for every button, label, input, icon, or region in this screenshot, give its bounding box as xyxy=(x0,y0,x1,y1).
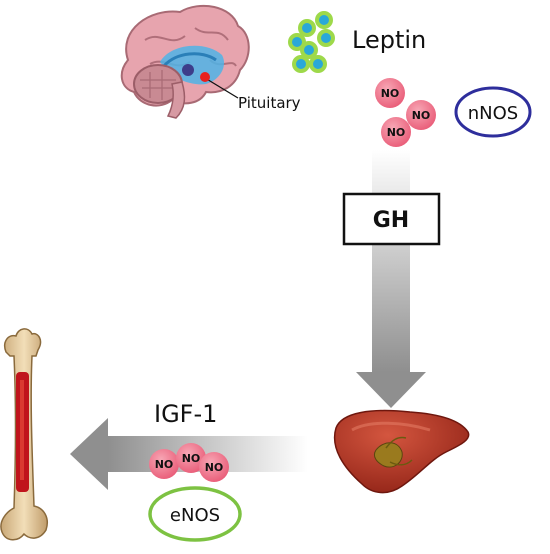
no-molecule-cluster-pituitary: NO NO NO xyxy=(375,78,436,147)
svg-text:NO: NO xyxy=(182,452,201,465)
arrow-pituitary-to-liver xyxy=(356,150,426,408)
femur-bone-icon xyxy=(0,328,48,541)
no-molecule: NO xyxy=(375,78,405,108)
no-molecule: NO xyxy=(406,100,436,130)
enos-ring xyxy=(148,486,242,542)
no-molecule: NO xyxy=(199,452,229,482)
igf1-label: IGF-1 xyxy=(154,400,217,428)
enos-label: eNOS xyxy=(170,505,220,526)
pituitary-label: Pituitary xyxy=(238,94,301,112)
gh-label: GH xyxy=(373,208,409,233)
svg-text:NO: NO xyxy=(387,126,406,139)
svg-text:NO: NO xyxy=(412,109,431,122)
brain-icon xyxy=(120,4,250,119)
no-molecule: NO xyxy=(381,117,411,147)
leptin-molecules-icon xyxy=(288,11,335,73)
no-molecule: NO xyxy=(149,449,179,479)
nnos-ring xyxy=(454,86,532,138)
svg-text:NO: NO xyxy=(381,87,400,100)
svg-text:NO: NO xyxy=(155,458,174,471)
gh-box xyxy=(342,192,441,246)
nnos-label: nNOS xyxy=(468,103,518,124)
leptin-label: Leptin xyxy=(352,26,426,54)
svg-text:NO: NO xyxy=(205,461,224,474)
no-molecule-cluster-liver: NO NO NO xyxy=(149,443,229,482)
no-molecule: NO xyxy=(176,443,206,473)
liver-icon xyxy=(333,409,470,494)
